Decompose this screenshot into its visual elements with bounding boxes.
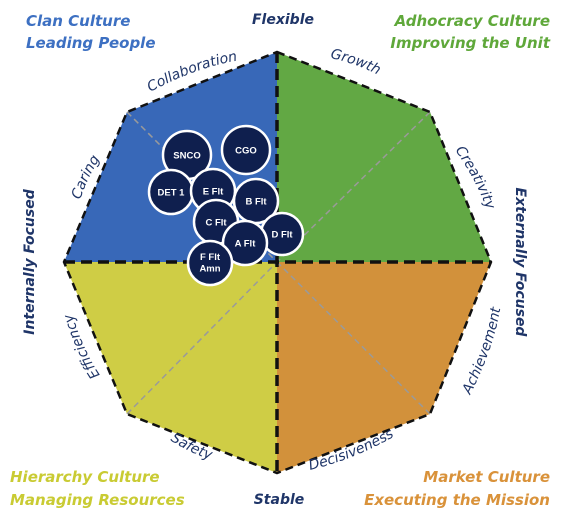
diagonal-nw: [126, 111, 278, 263]
unit-fflt-amn[interactable]: F Flt Amn: [186, 239, 234, 287]
market-culture-title: Market Culture: [423, 468, 550, 486]
axis-label-externally-focused: Externally Focused: [512, 188, 528, 338]
unit-label: C Flt: [205, 218, 227, 229]
unit-label: DET 1: [158, 188, 186, 199]
unit-dflt[interactable]: D Flt: [259, 211, 305, 257]
diagonal-sw: [126, 261, 278, 415]
hierarchy-culture-title: Hierarchy Culture: [10, 468, 160, 486]
hierarchy-culture-subtitle: Managing Resources: [10, 491, 185, 509]
diagonal-se: [276, 261, 431, 415]
edge-label-growth: Growth: [329, 46, 383, 78]
unit-label: E Flt: [203, 187, 224, 198]
clan-culture-title: Clan Culture: [26, 12, 130, 30]
axis-label-internally-focused: Internally Focused: [22, 188, 38, 334]
octagon-outline: [62, 50, 493, 475]
unit-label: A Flt: [235, 239, 257, 250]
unit-det1[interactable]: DET 1: [147, 168, 195, 216]
unit-label: CGO: [235, 146, 257, 157]
unit-label: D Flt: [271, 230, 293, 241]
unit-label: B Flt: [245, 197, 267, 208]
adhocracy-culture-subtitle: Improving the Unit: [390, 34, 550, 52]
unit-label: F Flt: [200, 252, 221, 263]
diagonal-ne: [276, 111, 431, 263]
hierarchy-quadrant: [64, 262, 277, 473]
unit-aflt[interactable]: A Flt: [221, 219, 269, 267]
unit-cgo[interactable]: CGO: [220, 124, 272, 176]
axis-label-stable: Stable: [254, 492, 305, 508]
axis-label-flexible: Flexible: [252, 12, 314, 28]
clan-culture-subtitle: Leading People: [26, 34, 156, 52]
unit-label: SNCO: [173, 151, 200, 162]
adhocracy-culture-title: Adhocracy Culture: [394, 12, 550, 30]
market-culture-subtitle: Executing the Mission: [364, 491, 550, 509]
unit-label-line2: Amn: [199, 264, 220, 275]
